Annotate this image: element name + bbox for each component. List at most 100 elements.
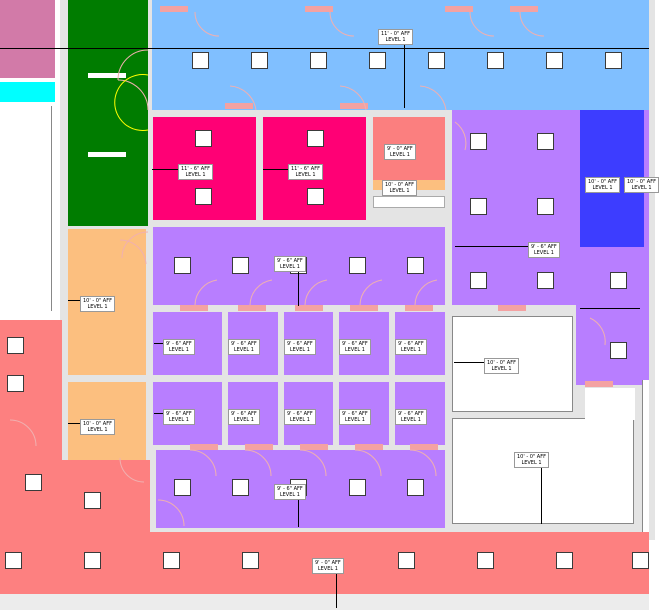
fixture: [7, 337, 24, 354]
room-tag: 9' - 6" AFF LEVEL 1: [228, 339, 260, 355]
door-strip: [350, 305, 378, 311]
room-tag: 11' - 6" AFF LEVEL 1: [288, 164, 323, 180]
leader-line: [541, 462, 542, 524]
leader-line: [580, 308, 640, 309]
door-strip: [340, 103, 368, 109]
fixture: [470, 198, 487, 215]
fixture: [407, 257, 424, 274]
fixture: [242, 552, 259, 569]
leader-line: [455, 246, 530, 247]
fixture: [470, 133, 487, 150]
door-strip: [300, 444, 328, 450]
green-mark: [88, 73, 126, 78]
fixture: [174, 479, 191, 496]
fixture: [546, 52, 563, 69]
room-salmon-lower-left: [0, 460, 150, 540]
room-tag: 9' - 0" AFF LEVEL 1: [312, 558, 344, 574]
room-tag: 9' - 6" AFF LEVEL 1: [395, 339, 427, 355]
leader-line: [263, 169, 289, 170]
fixture: [470, 272, 487, 289]
fixture: [398, 552, 415, 569]
door-strip: [585, 381, 613, 387]
fixture: [610, 272, 627, 289]
fixture: [605, 52, 622, 69]
door-strip: [410, 444, 438, 450]
room-green: [68, 0, 148, 226]
fixture: [174, 257, 191, 274]
fixture: [232, 257, 249, 274]
fixture: [251, 52, 268, 69]
room-tag: 10' - 0" AFF LEVEL 1: [80, 419, 115, 435]
fixture: [310, 52, 327, 69]
leader-line: [68, 423, 82, 424]
room-tag: 10' - 0" AFF LEVEL 1: [484, 358, 519, 374]
fixture: [25, 474, 42, 491]
leader-line: [152, 169, 180, 170]
door-strip: [245, 444, 273, 450]
room-tag: 9' - 0" AFF LEVEL 1: [384, 144, 416, 160]
fixture: [84, 492, 101, 509]
room-tag: 9' - 6" AFF LEVEL 1: [163, 409, 195, 425]
fixture: [369, 52, 386, 69]
door-strip: [295, 305, 323, 311]
room-tag: 10' - 0" AFF LEVEL 1: [585, 177, 620, 193]
fixture: [195, 130, 212, 147]
room-white-left: [0, 106, 52, 311]
green-mark: [88, 152, 126, 157]
fixture: [195, 188, 212, 205]
door-strip: [405, 305, 433, 311]
fixture: [349, 479, 366, 496]
fixture: [5, 552, 22, 569]
fixture: [84, 552, 101, 569]
door-strip: [305, 6, 333, 12]
fixture: [349, 257, 366, 274]
leader-line: [154, 343, 164, 344]
room-tag: 10' - 0" AFF LEVEL 1: [624, 177, 659, 193]
door-strip: [190, 444, 218, 450]
fixture: [537, 272, 554, 289]
fixture: [163, 552, 180, 569]
room-tag: 9' - 6" AFF LEVEL 1: [395, 409, 427, 425]
leader-line: [454, 362, 484, 363]
door-strip: [355, 444, 383, 450]
fixture: [307, 130, 324, 147]
fixture: [556, 552, 573, 569]
room-white-3: [585, 388, 635, 420]
door-strip: [160, 6, 188, 12]
leader-line: [0, 48, 649, 49]
room-white-far-right: [642, 380, 649, 532]
room-cyan: [0, 82, 55, 102]
room-tag: 11' - 0" AFF LEVEL 1: [378, 29, 413, 45]
fixture: [610, 342, 627, 359]
fixture: [232, 479, 249, 496]
light-band: [373, 196, 445, 208]
room-tag: 10' - 0" AFF LEVEL 1: [382, 180, 417, 196]
fixture: [537, 133, 554, 150]
leader-line: [336, 568, 337, 608]
room-tag: 10' - 0" AFF LEVEL 1: [514, 452, 549, 468]
room-bottom-strip: [0, 594, 649, 610]
leader-line: [404, 36, 405, 108]
fixture: [307, 188, 324, 205]
door-strip: [238, 305, 266, 311]
fixture: [192, 52, 209, 69]
room-white-2: [452, 418, 634, 524]
fixture: [632, 552, 649, 569]
room-tag: 9' - 6" AFF LEVEL 1: [274, 484, 306, 500]
leader-line: [68, 300, 82, 301]
room-mauve: [0, 0, 55, 78]
door-strip: [510, 6, 538, 12]
room-tag: 9' - 6" AFF LEVEL 1: [339, 339, 371, 355]
fixture: [7, 375, 24, 392]
room-tag: 9' - 6" AFF LEVEL 1: [339, 409, 371, 425]
fixture: [428, 52, 445, 69]
room-tag: 9' - 6" AFF LEVEL 1: [274, 256, 306, 272]
room-tag: 9' - 6" AFF LEVEL 1: [284, 339, 316, 355]
door-strip: [445, 6, 473, 12]
room-tag: 10' - 0" AFF LEVEL 1: [80, 296, 115, 312]
door-strip: [498, 305, 526, 311]
door-strip: [180, 305, 208, 311]
fixture: [477, 552, 494, 569]
room-tag: 9' - 6" AFF LEVEL 1: [163, 339, 195, 355]
